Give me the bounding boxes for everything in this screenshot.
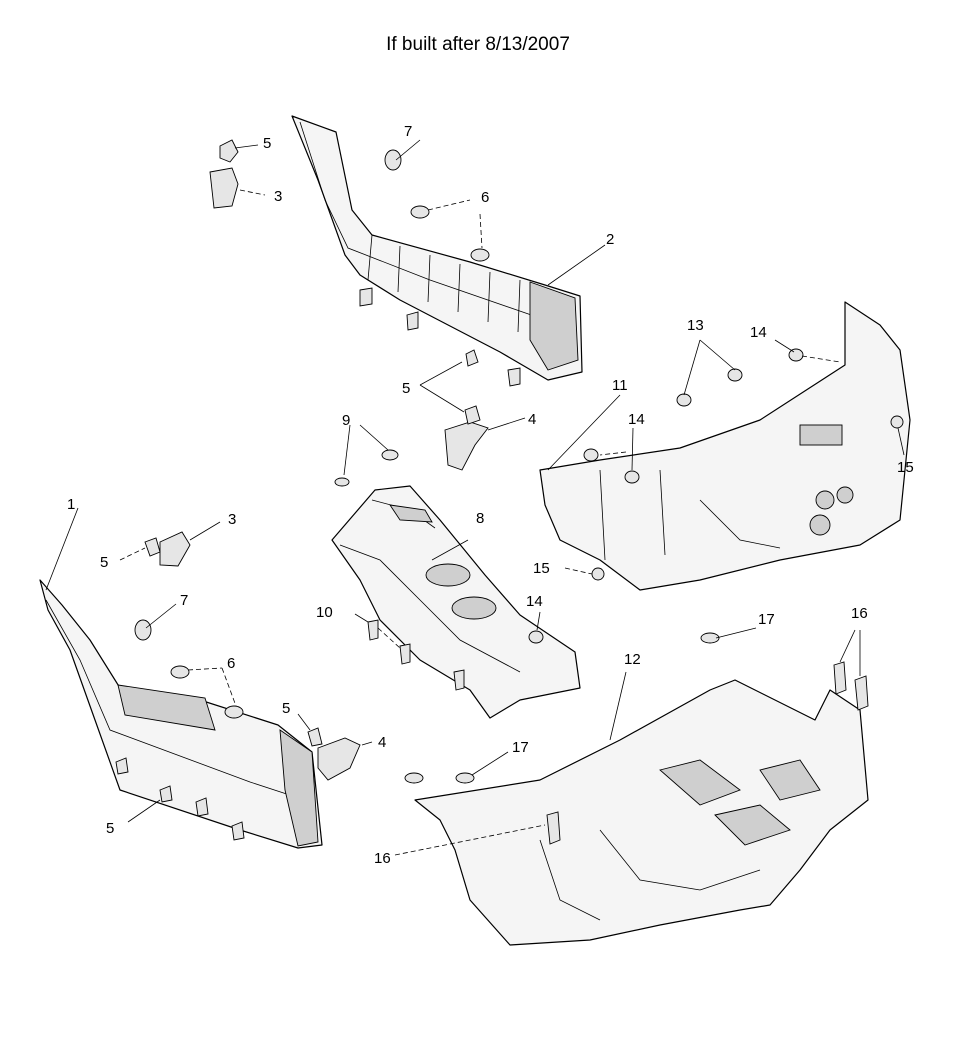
- bracket-4-lower: [317, 737, 361, 781]
- callout-6: 6: [227, 655, 235, 672]
- callout-3: 3: [274, 188, 282, 205]
- callout-5: 5: [263, 135, 271, 152]
- callout-12: 12: [624, 651, 641, 668]
- bracket-3-upper: [209, 167, 239, 209]
- callout-5: 5: [402, 380, 410, 397]
- callout-5: 5: [106, 820, 114, 837]
- rocker-panel-lower: [39, 579, 323, 849]
- callout-11: 11: [612, 377, 628, 394]
- callout-6: 6: [481, 189, 489, 206]
- callout-1: 1: [67, 496, 75, 513]
- callout-4: 4: [528, 411, 536, 428]
- callout-13: 13: [687, 317, 704, 334]
- callout-5: 5: [282, 700, 290, 717]
- center-console: [331, 485, 581, 719]
- callout-14: 14: [750, 324, 767, 341]
- rocker-panel-upper: [291, 115, 583, 381]
- callout-16: 16: [374, 850, 391, 867]
- bracket-3-lower: [159, 531, 191, 567]
- callout-15: 15: [897, 459, 914, 476]
- bracket-4-upper: [444, 421, 489, 471]
- callout-4: 4: [378, 734, 386, 751]
- diagram-title: If built after 8/13/2007: [386, 34, 570, 55]
- callout-14: 14: [628, 411, 645, 428]
- callout-17: 17: [758, 611, 775, 628]
- callout-14: 14: [526, 593, 543, 610]
- callout-16: 16: [851, 605, 868, 622]
- callout-7: 7: [404, 123, 412, 140]
- callout-3: 3: [228, 511, 236, 528]
- callout-labels: 5 3 7 6 2 5 4 9 1 3 5 7 6 5 4 5 8 10 14 …: [67, 123, 914, 867]
- callout-2: 2: [606, 231, 614, 248]
- floor-pan: [414, 679, 869, 946]
- callout-7: 7: [180, 592, 188, 609]
- leader-lines: [45, 139, 905, 856]
- callout-10: 10: [316, 604, 333, 621]
- callout-9: 9: [342, 412, 350, 429]
- callout-8: 8: [476, 510, 484, 527]
- callout-15: 15: [533, 560, 550, 577]
- fasteners: [115, 139, 904, 845]
- callout-17: 17: [512, 739, 529, 756]
- firewall-panel: [539, 301, 911, 591]
- callout-5: 5: [100, 554, 108, 571]
